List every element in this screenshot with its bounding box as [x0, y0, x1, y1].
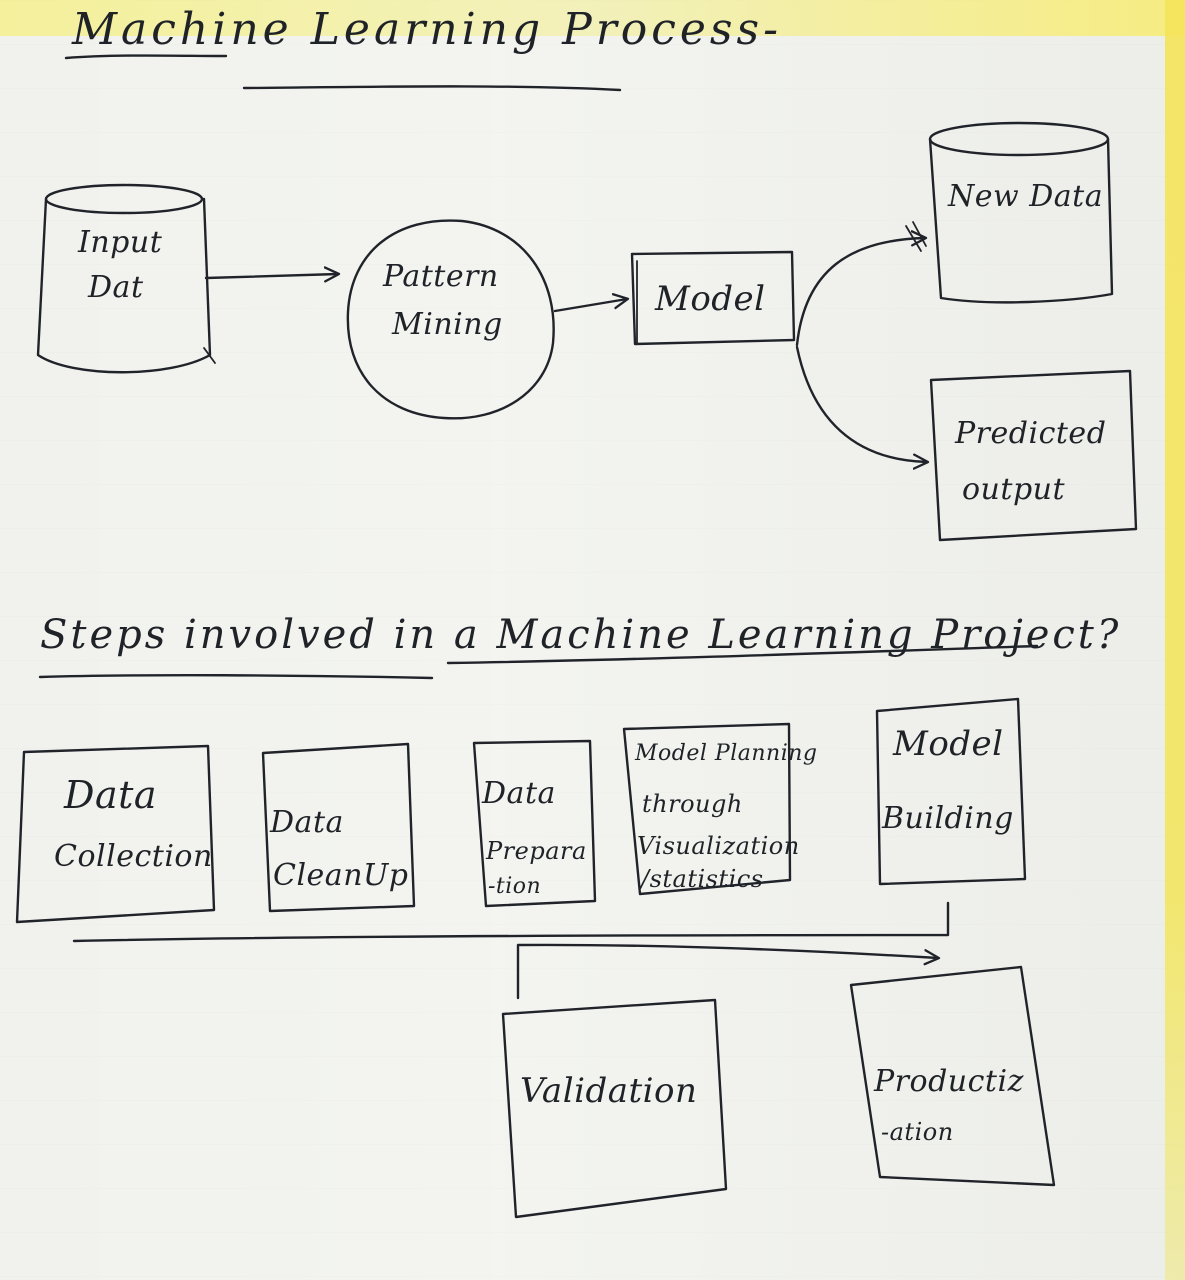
data-preparation-line3: -tion	[488, 874, 541, 899]
data-preparation-line2: Prepara	[485, 837, 587, 865]
data-collection-line2: Collection	[54, 839, 213, 874]
arrow-pattern-to-model	[553, 299, 627, 313]
data-cleanup-box	[261, 742, 416, 913]
step-data-cleanup: Data CleanUp	[261, 742, 416, 913]
model-building-line1: Model	[892, 724, 1004, 764]
model-label: Model	[654, 279, 766, 319]
arrow-model-to-newdata	[795, 238, 925, 347]
newdata-cylinder-body	[928, 137, 1114, 304]
process-title: Machine Learning Process-	[71, 4, 782, 55]
arrow-model-to-predicted	[795, 345, 927, 462]
steps-title-underline-left	[38, 673, 434, 680]
step-model-planning: Model Planning through Visualization /st…	[622, 722, 817, 896]
input-cylinder-top	[44, 183, 204, 215]
input-cylinder-body	[36, 197, 212, 374]
input-label-line1: Input	[77, 225, 163, 260]
newdata-arrow-scribble	[905, 221, 927, 252]
pattern-mining-circle: Pattern Mining	[346, 219, 555, 420]
newdata-cylinder-top	[928, 121, 1110, 157]
section-ml-project-steps: Steps involved in a Machine Learning Pro…	[15, 612, 1121, 1219]
model-planning-line4: /statistics	[639, 865, 764, 893]
step-validation: Validation	[501, 998, 728, 1219]
validation-box	[501, 998, 728, 1219]
steps-title-underline-right	[446, 644, 1039, 665]
process-title-underline-right	[242, 85, 622, 92]
flow-arrow-to-productization	[516, 943, 938, 1000]
model-box: Model	[630, 250, 796, 346]
model-building-line2: Building	[881, 801, 1014, 836]
step-model-building: Model Building	[875, 697, 1027, 886]
predicted-label-line1: Predicted	[954, 416, 1106, 451]
arrow-input-to-pattern	[204, 274, 338, 278]
productization-box	[849, 965, 1056, 1187]
yellow-background-right	[1165, 0, 1185, 1280]
model-planning-line3: Visualization	[637, 832, 800, 860]
input-cylinder-stroke	[203, 347, 216, 364]
model-planning-box	[622, 722, 792, 896]
yellow-background-top	[0, 0, 1185, 36]
new-data-cylinder: New Data	[928, 121, 1114, 304]
input-label-line2: Dat	[87, 270, 144, 305]
pattern-circle-outline	[346, 219, 555, 420]
data-collection-box	[15, 744, 216, 924]
data-cleanup-line1: Data	[269, 805, 344, 840]
model-planning-line1: Model Planning	[634, 741, 817, 766]
predicted-output-box: Predicted output	[929, 369, 1138, 542]
predicted-label-line2: output	[962, 472, 1065, 507]
data-collection-line1: Data	[63, 773, 157, 817]
model-box-outline	[630, 250, 796, 346]
productization-line2: -ation	[881, 1118, 954, 1146]
predicted-box-outline	[929, 369, 1138, 542]
newdata-label: New Data	[947, 179, 1103, 214]
flow-line-upper	[72, 901, 950, 943]
step-data-preparation: Data Prepara -tion	[472, 739, 597, 908]
productization-line1: Productiz	[873, 1064, 1024, 1099]
steps-title: Steps involved in a Machine Learning Pro…	[40, 612, 1121, 658]
pattern-label-line2: Mining	[391, 307, 503, 342]
step-data-collection: Data Collection	[15, 744, 216, 924]
data-preparation-line1: Data	[481, 776, 556, 811]
pattern-label-line1: Pattern	[382, 259, 499, 294]
step-productization: Productiz -ation	[849, 965, 1056, 1187]
model-building-box	[875, 697, 1027, 886]
data-preparation-box	[472, 739, 597, 908]
section-ml-process: Machine Learning Process- Input Dat Patt…	[36, 4, 1138, 542]
validation-label: Validation	[520, 1071, 697, 1111]
data-cleanup-line2: CleanUp	[273, 858, 409, 893]
input-data-cylinder: Input Dat	[36, 183, 216, 374]
process-title-underline-left	[64, 54, 228, 60]
model-planning-line2: through	[642, 790, 743, 818]
